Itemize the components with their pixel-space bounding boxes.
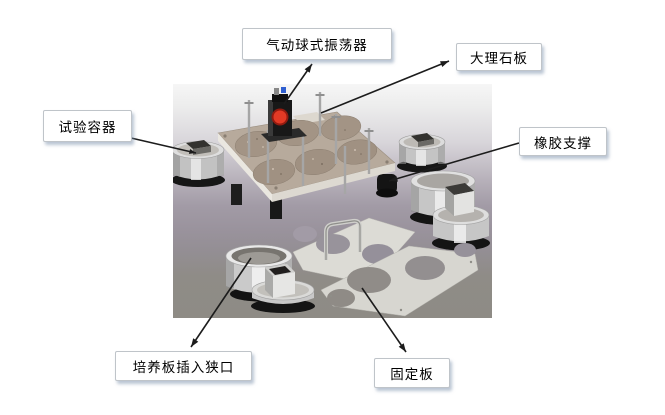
disc-container-with-cube: [251, 264, 315, 313]
test-container-right-top: [397, 133, 447, 173]
test-container-left: [173, 140, 225, 187]
rubber-support: [376, 174, 398, 198]
oscillator-device: [261, 87, 307, 142]
plate-leg: [270, 196, 282, 219]
label-marble-plate: 大理石板: [456, 43, 542, 71]
support-rods: [244, 92, 374, 194]
label-plate-slot-text: 培养板插入狭口: [132, 360, 235, 375]
oscillator-red-dot: [273, 110, 287, 124]
label-fixing-plate-text: 固定板: [390, 367, 434, 382]
apparatus-drawing: [173, 87, 490, 317]
label-oscillator: 气动球式振荡器: [242, 28, 392, 60]
fixing-plate-lower: [320, 243, 479, 317]
label-marble-plate-text: 大理石板: [470, 51, 528, 66]
marble-plate: [217, 111, 396, 202]
label-test-container: 试验容器: [43, 110, 132, 142]
label-plate-slot: 培养板插入狭口: [115, 351, 252, 381]
label-test-container-text: 试验容器: [58, 120, 117, 135]
plate-leg: [231, 184, 242, 205]
test-container-right-low: [432, 183, 490, 251]
label-rubber-support: 橡胶支撑: [519, 127, 607, 156]
apparatus-photo: [173, 84, 492, 318]
label-oscillator-text: 气动球式振荡器: [266, 38, 368, 53]
label-fixing-plate: 固定板: [374, 358, 450, 388]
fixing-plate-upper: [292, 217, 416, 285]
air-inlet-cap: [281, 87, 286, 93]
label-rubber-support-text: 橡胶支撑: [534, 135, 592, 151]
